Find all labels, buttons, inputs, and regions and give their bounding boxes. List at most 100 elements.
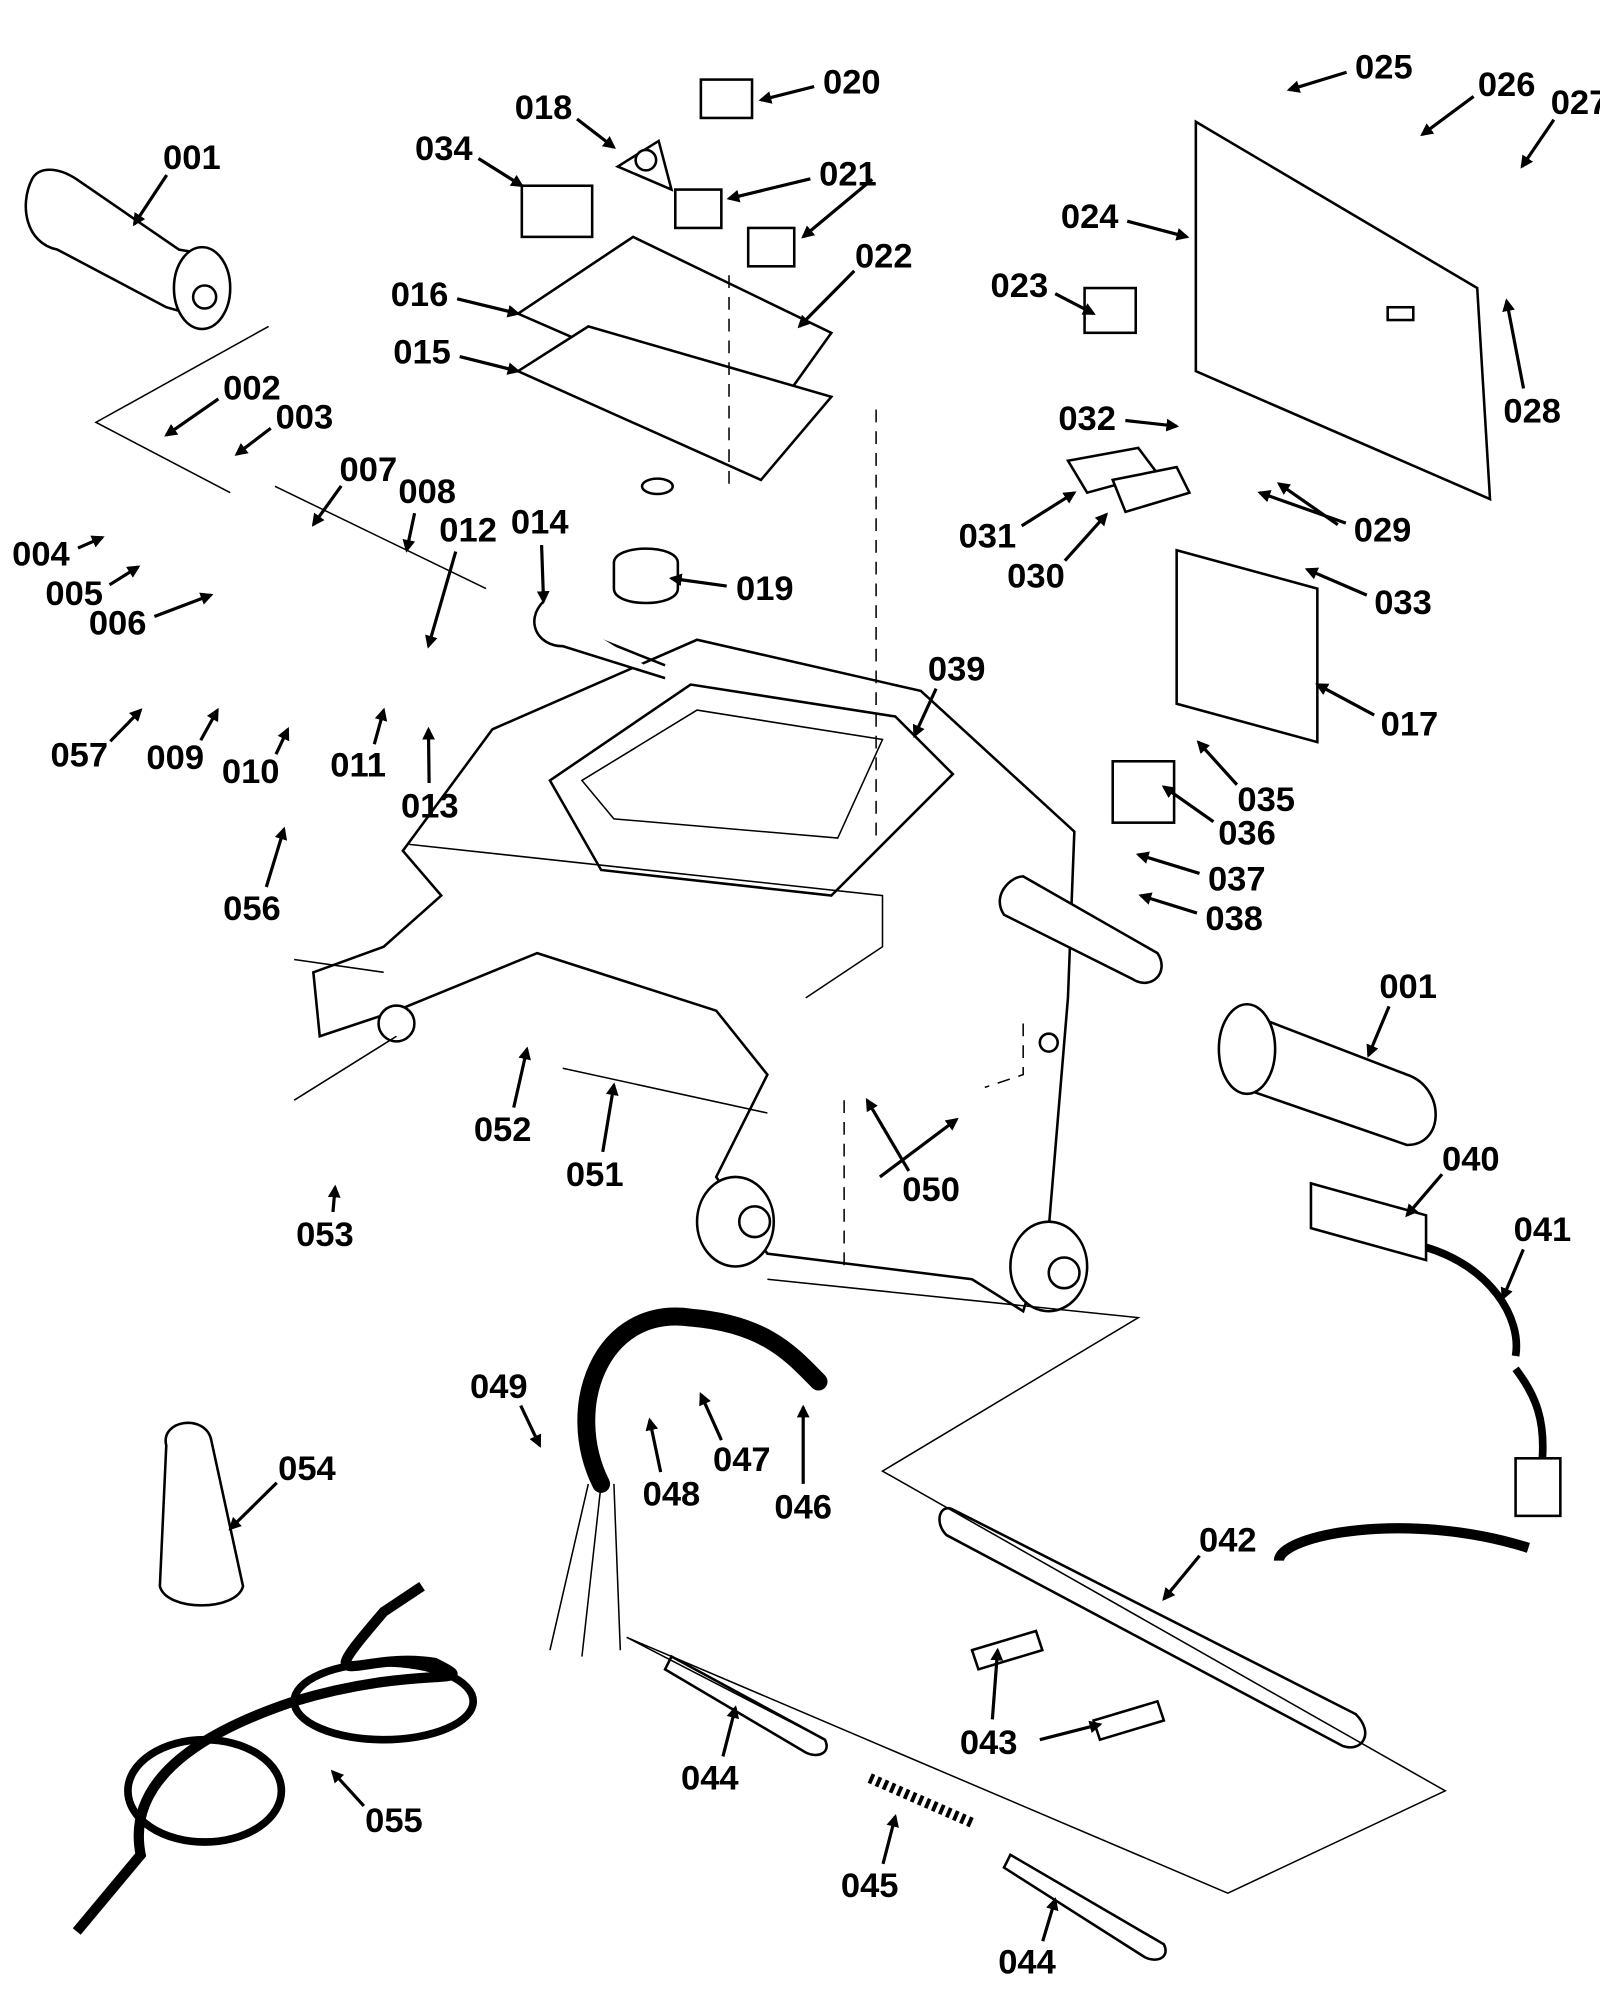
callout-035: 035 — [1237, 781, 1295, 819]
leader-arrow — [311, 485, 343, 527]
callout-017: 017 — [1381, 706, 1439, 744]
callout-042: 042 — [1199, 1522, 1257, 1560]
main-frame — [311, 638, 1089, 1314]
leader-arrow — [132, 174, 169, 227]
callout-050: 050 — [902, 1171, 960, 1209]
callout-037: 037 — [1208, 860, 1266, 898]
callout-008: 008 — [398, 473, 456, 511]
callout-029: 029 — [1354, 511, 1412, 549]
callout-034: 034 — [415, 130, 473, 168]
callout-045: 045 — [841, 1867, 899, 1905]
leader-arrow — [990, 1647, 1004, 1720]
leader-arrow — [758, 85, 815, 104]
callout-032: 032 — [1058, 400, 1116, 438]
leader-arrow — [1315, 683, 1375, 717]
callout-038: 038 — [1205, 900, 1263, 938]
leader-lines — [94, 275, 1447, 1895]
cord-and-harness — [72, 1181, 1562, 1935]
callout-049: 049 — [470, 1368, 528, 1406]
leader-arrow — [601, 1082, 619, 1153]
leader-arrow — [881, 1813, 899, 1865]
leader-arrow — [1420, 95, 1475, 137]
leader-arrow — [1366, 1005, 1391, 1058]
callout-036: 036 — [1218, 814, 1276, 852]
callout-014: 014 — [511, 504, 569, 542]
leader-arrow — [402, 512, 417, 553]
leader-arrow — [699, 1392, 723, 1441]
callout-023: 023 — [991, 267, 1049, 305]
callout-041: 041 — [1514, 1211, 1572, 1249]
callout-009: 009 — [146, 739, 204, 777]
leader-arrow — [153, 592, 214, 618]
callout-044: 044 — [681, 1760, 739, 1798]
callout-024: 024 — [1061, 198, 1119, 236]
leader-arrow — [519, 1404, 542, 1448]
leader-arrow — [274, 726, 290, 755]
callout-015: 015 — [393, 334, 451, 372]
leader-arrow — [576, 117, 616, 149]
callout-044: 044 — [998, 1944, 1056, 1982]
callout-018: 018 — [515, 89, 573, 127]
leader-arrow — [77, 535, 105, 550]
callout-022: 022 — [855, 238, 913, 276]
leader-arrow — [459, 354, 521, 375]
callout-057: 057 — [50, 736, 108, 774]
callout-003: 003 — [276, 399, 334, 437]
leader-arrow — [1126, 219, 1190, 241]
leader-arrow — [878, 1117, 959, 1179]
leader-arrow — [1161, 785, 1215, 824]
leader-arrow — [234, 427, 272, 456]
leader-arrow — [668, 573, 727, 588]
callout-028: 028 — [1503, 392, 1561, 430]
callout-025: 025 — [1355, 48, 1413, 86]
callout-053: 053 — [296, 1216, 354, 1254]
leader-arrow — [1125, 418, 1180, 432]
callout-026: 026 — [1478, 66, 1536, 104]
leader-arrow — [456, 297, 521, 318]
callout-051: 051 — [566, 1156, 624, 1194]
leader-arrow — [1063, 512, 1109, 562]
leader-arrow — [264, 826, 288, 888]
callout-031: 031 — [959, 518, 1017, 556]
callout-016: 016 — [391, 276, 449, 314]
leader-arrow — [1520, 118, 1556, 169]
leader-arrow — [108, 565, 141, 587]
callout-056: 056 — [223, 890, 281, 928]
leader-arrow — [330, 1769, 366, 1808]
callout-039: 039 — [928, 651, 986, 689]
callout-046: 046 — [774, 1488, 832, 1526]
handle-grip-left — [24, 168, 232, 331]
leader-arrow — [912, 687, 938, 739]
leader-arrow — [109, 708, 143, 743]
callout-011: 011 — [330, 747, 386, 785]
callout-047: 047 — [713, 1441, 771, 1479]
callout-004: 004 — [12, 536, 70, 574]
leader-arrow — [477, 157, 524, 188]
callout-055: 055 — [365, 1802, 423, 1840]
leader-arrow — [372, 707, 388, 745]
leader-arrow — [1196, 740, 1239, 786]
leader-arrow — [1500, 1248, 1525, 1301]
leader-arrow — [164, 397, 220, 437]
leader-arrow — [1039, 1720, 1103, 1742]
callout-048: 048 — [643, 1476, 701, 1514]
leader-arrow — [721, 1705, 740, 1757]
leader-arrow — [512, 1046, 531, 1108]
leader-arrow — [801, 178, 874, 239]
control-panel — [515, 78, 834, 605]
leader-arrow — [199, 707, 219, 742]
leader-arrow — [1041, 1897, 1059, 1942]
callout-027: 027 — [1551, 84, 1600, 122]
leader-arrow — [1304, 567, 1368, 597]
callout-021: 021 — [819, 156, 877, 194]
leader-arrow — [422, 726, 435, 784]
leader-arrow — [1138, 892, 1198, 915]
leader-arrow — [1257, 490, 1347, 525]
callout-012: 012 — [439, 511, 497, 549]
callout-052: 052 — [474, 1111, 532, 1149]
callout-002: 002 — [223, 369, 281, 407]
callout-001: 001 — [1379, 968, 1437, 1006]
leader-arrow — [1502, 298, 1526, 389]
